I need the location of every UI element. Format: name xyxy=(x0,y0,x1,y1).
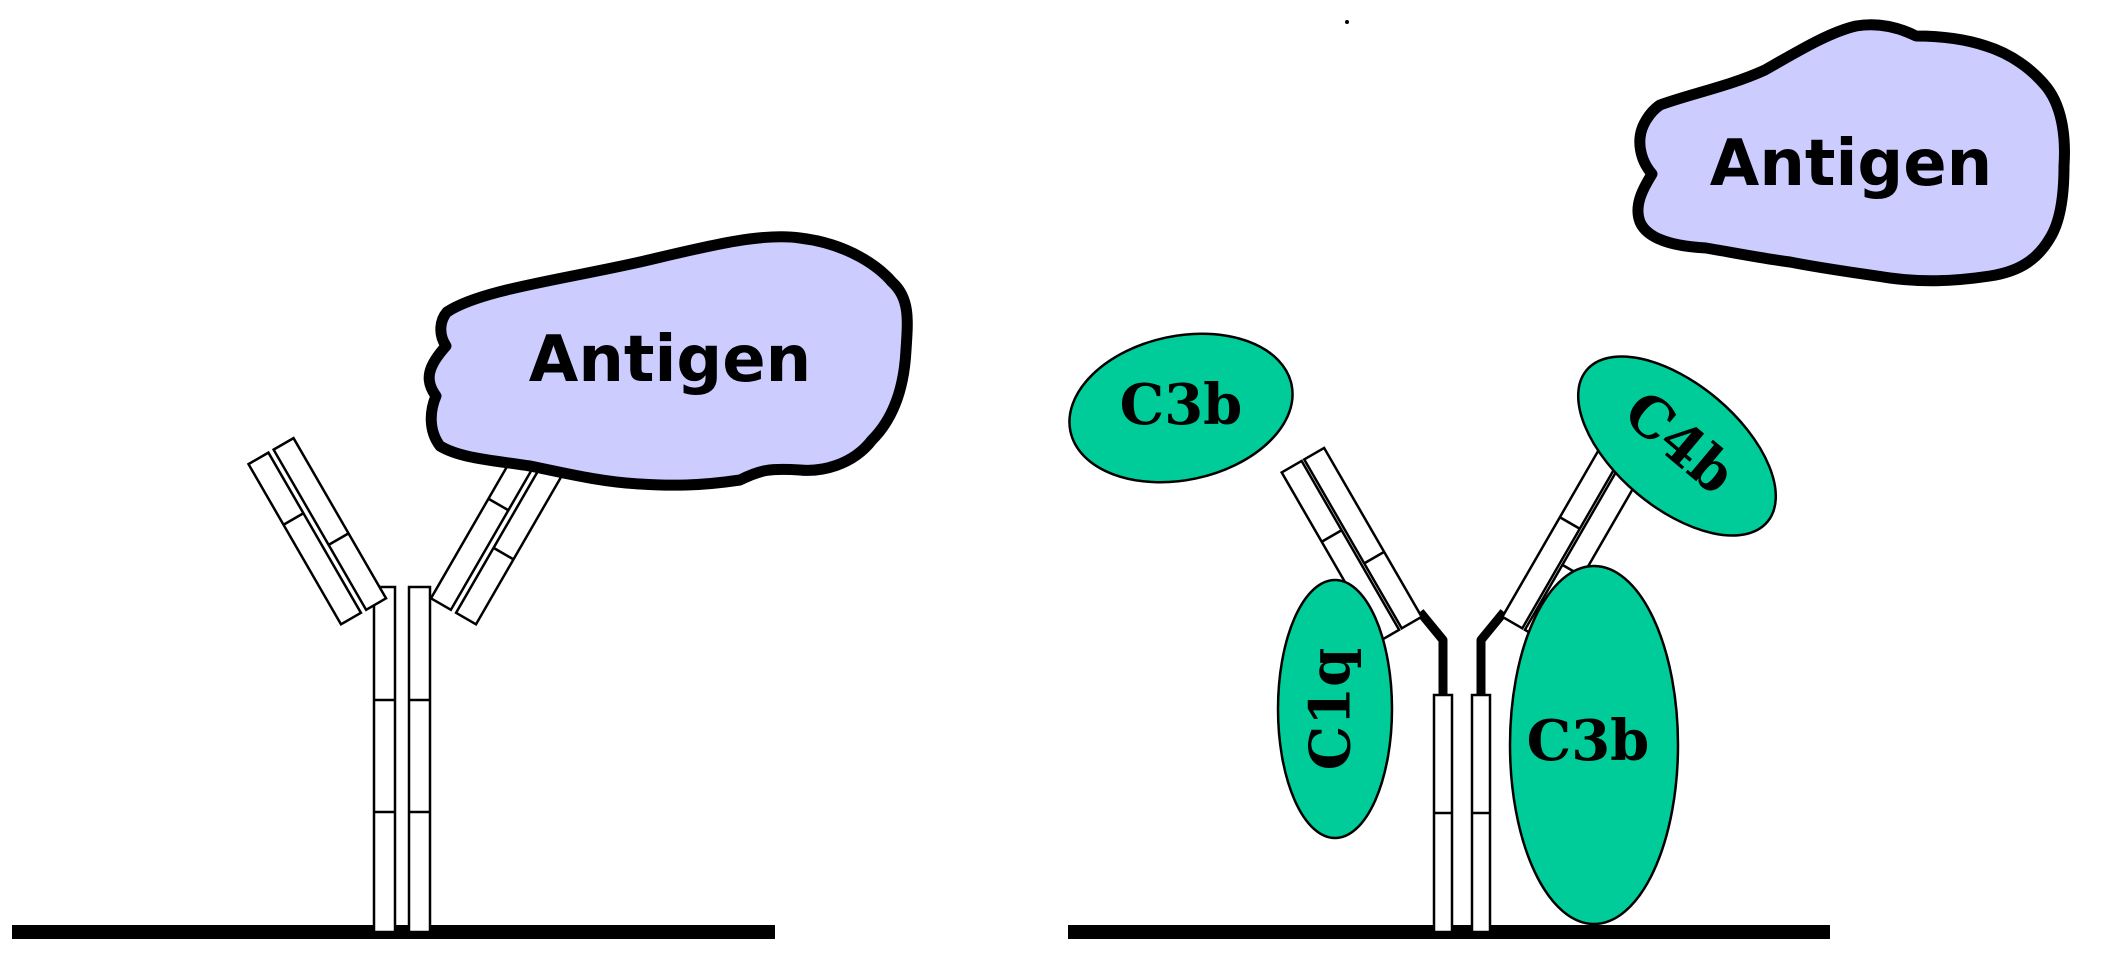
right-antibody-hinge-left xyxy=(1416,609,1448,695)
speck-dot xyxy=(1345,20,1349,24)
c1q-label: C1q xyxy=(1298,648,1364,771)
left-panel: Antigen xyxy=(12,231,913,939)
right-antibody-stem xyxy=(1432,693,1492,934)
right-antigen-blob xyxy=(1632,19,2070,287)
c1q-ellipse xyxy=(1276,578,1394,840)
left-antigen-label: Antigen xyxy=(529,323,811,397)
c3b-lower-ellipse xyxy=(1508,564,1680,926)
left-antigen-blob xyxy=(423,231,913,491)
right-panel: C3b C4b C1q C3b Antigen xyxy=(1068,19,2070,939)
c3b-upper-ellipse xyxy=(1068,332,1294,484)
left-antibody-stem xyxy=(372,585,432,934)
c3b-upper-label: C3b xyxy=(1120,372,1243,438)
left-antibody-fab-arm-left xyxy=(246,436,388,627)
right-antigen-label: Antigen xyxy=(1710,127,1992,201)
c3b-lower-label: C3b xyxy=(1527,708,1650,774)
right-antibody-fab-arm-left xyxy=(1279,446,1424,644)
c4b-ellipse xyxy=(1576,355,1778,537)
right-antibody-hinge-right xyxy=(1476,609,1508,695)
